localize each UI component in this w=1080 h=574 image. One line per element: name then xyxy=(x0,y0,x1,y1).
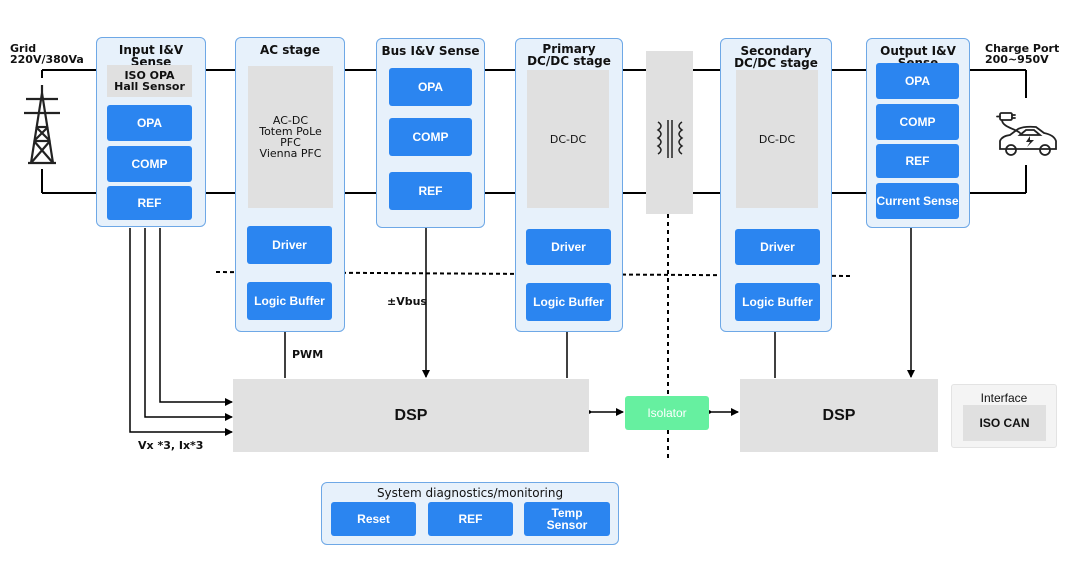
input-opa-button[interactable]: OPA xyxy=(107,105,192,141)
secondary-dcdc-block: DC-DC xyxy=(736,70,818,208)
output-opa-button[interactable]: OPA xyxy=(876,63,959,99)
bus-comp-button[interactable]: COMP xyxy=(389,118,472,156)
diag-reset-button[interactable]: Reset xyxy=(331,502,416,536)
dsp-right: DSP xyxy=(740,379,938,452)
primary-driver-button[interactable]: Driver xyxy=(526,229,611,265)
diag-ref-button[interactable]: REF xyxy=(428,502,513,536)
input-comp-button[interactable]: COMP xyxy=(107,146,192,182)
secondary-logic-buffer-button[interactable]: Logic Buffer xyxy=(735,283,820,321)
ev-car-icon xyxy=(990,99,1062,165)
interface-title: Interface xyxy=(980,391,1028,405)
transformer-icon xyxy=(652,118,688,160)
primary-stage-title: Primary DC/DC stage xyxy=(527,42,611,68)
grid-label: Grid 220V/380Va xyxy=(10,42,84,66)
output-ref-button[interactable]: REF xyxy=(876,144,959,178)
secondary-stage-title: Secondary DC/DC stage xyxy=(734,44,818,70)
isolator-block: Isolator xyxy=(625,396,709,430)
vbus-label: ±Vbus xyxy=(387,295,427,308)
primary-logic-buffer-button[interactable]: Logic Buffer xyxy=(526,283,611,321)
ac-logic-buffer-button[interactable]: Logic Buffer xyxy=(247,282,332,320)
dsp-left: DSP xyxy=(233,379,589,452)
input-ref-button[interactable]: REF xyxy=(107,186,192,220)
primary-dcdc-block: DC-DC xyxy=(527,70,609,208)
vx-ix-label: Vx *3, Ix*3 xyxy=(138,439,204,452)
secondary-driver-button[interactable]: Driver xyxy=(735,229,820,265)
input-sensor-block: ISO OPA Hall Sensor xyxy=(107,65,192,97)
transformer-block xyxy=(646,51,693,214)
ac-driver-button[interactable]: Driver xyxy=(247,226,332,264)
output-current-sense-button[interactable]: Current Sense xyxy=(876,183,959,219)
power-tower-icon xyxy=(14,79,70,169)
bus-sense-title: Bus I&V Sense xyxy=(381,44,480,58)
pwm-label: PWM xyxy=(292,348,324,361)
iso-can-block: ISO CAN xyxy=(963,405,1046,441)
ac-dc-block: AC-DC Totem PoLe PFC Vienna PFC xyxy=(248,66,333,208)
ac-stage-title: AC stage xyxy=(260,43,320,57)
diagnostics-title: System diagnostics/monitoring xyxy=(376,486,564,500)
bus-opa-button[interactable]: OPA xyxy=(389,68,472,106)
diag-temp-sensor-button[interactable]: Temp Sensor xyxy=(524,502,610,536)
charge-port-label: Charge Port 200~950V xyxy=(985,42,1060,66)
bus-ref-button[interactable]: REF xyxy=(389,172,472,210)
output-comp-button[interactable]: COMP xyxy=(876,104,959,140)
